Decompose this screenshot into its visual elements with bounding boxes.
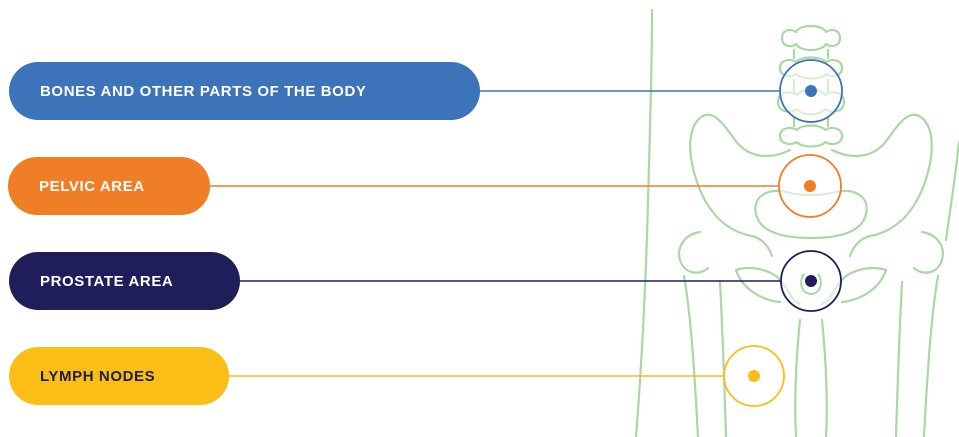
label-lymph-nodes: LYMPH NODES — [9, 347, 229, 405]
marker-dot-prostate — [805, 275, 817, 287]
label-pelvic-area: PELVIC AREA — [8, 157, 210, 215]
marker-pelvic — [779, 155, 841, 217]
marker-dot-pelvic — [804, 180, 816, 192]
label-bones-and-other-parts: BONES AND OTHER PARTS OF THE BODY — [9, 62, 480, 120]
marker-dot-lymph — [748, 370, 760, 382]
marker-bones — [780, 60, 842, 122]
marker-prostate — [781, 251, 841, 311]
marker-dot-bones — [805, 85, 817, 97]
label-prostate-area: PROSTATE AREA — [9, 252, 240, 310]
marker-lymph — [724, 346, 784, 406]
